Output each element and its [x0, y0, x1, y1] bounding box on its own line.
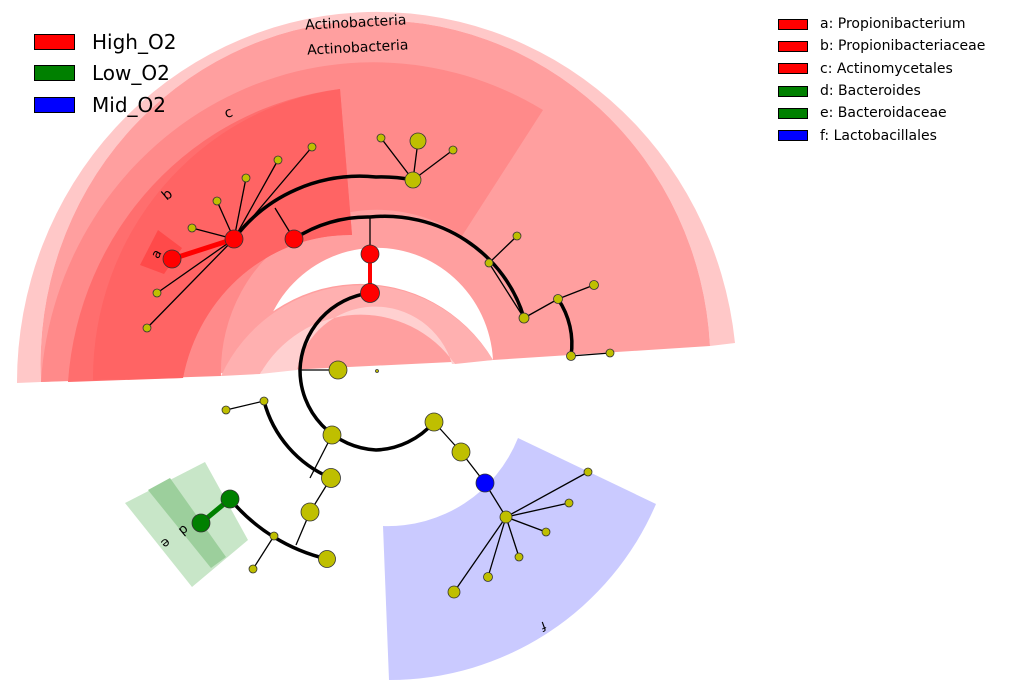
- node-neutral: [273, 155, 283, 165]
- node-neutral: [451, 442, 471, 462]
- node-neutral: [212, 196, 222, 206]
- node-neutral: [152, 288, 162, 298]
- legend-label: Mid_O2: [92, 92, 166, 117]
- clade-legend-label: c: Actinomycetales: [820, 60, 953, 77]
- class-legend: High_O2 Low_O2 Mid_O2: [34, 26, 176, 121]
- clade-legend-item-a: a: Propionibacterium: [778, 13, 985, 35]
- node-neutral: [583, 467, 593, 477]
- node-high-o2: [284, 229, 304, 249]
- node-neutral: [328, 360, 348, 380]
- node-neutral: [404, 171, 422, 189]
- node-low-o2: [220, 489, 240, 509]
- node-neutral: [409, 132, 427, 150]
- node-neutral: [142, 323, 152, 333]
- legend-item-mid-o2: Mid_O2: [34, 89, 176, 121]
- node-neutral: [241, 173, 251, 183]
- clade-legend-item-e: e: Bacteroidaceae: [778, 102, 985, 124]
- legend-item-low-o2: Low_O2: [34, 58, 176, 90]
- swatch-clade-e: [778, 107, 808, 119]
- node-neutral: [518, 312, 530, 324]
- node-neutral: [541, 527, 551, 537]
- node-mid-o2: [475, 473, 495, 493]
- node-neutral: [514, 552, 524, 562]
- node-neutral: [484, 258, 494, 268]
- clade-legend-label: f: Lactobacillales: [820, 127, 937, 144]
- node-neutral: [318, 550, 336, 568]
- class-arc: [293, 214, 526, 319]
- root-arc: [298, 291, 436, 452]
- swatch-clade-b: [778, 40, 808, 52]
- swatch-low-o2: [34, 65, 75, 82]
- clade-legend-label: e: Bacteroidaceae: [820, 105, 947, 122]
- innermost-ring-shade: [260, 306, 455, 374]
- legend-item-high-o2: High_O2: [34, 26, 176, 58]
- node-neutral: [300, 502, 320, 522]
- tree-edges: [146, 137, 611, 593]
- node-neutral: [605, 348, 615, 358]
- node-neutral: [499, 510, 513, 524]
- node-neutral: [447, 585, 461, 599]
- propionibacterium-shade: [92, 89, 352, 380]
- class-label: Actinobacteria: [307, 37, 409, 58]
- node-high-o2: [360, 244, 380, 264]
- node-neutral: [322, 425, 342, 445]
- clade-mark-f: f: [538, 617, 548, 633]
- swatch-high-o2: [34, 33, 75, 50]
- legend-label: Low_O2: [92, 61, 170, 86]
- clade-legend-item-b: b: Propionibacteriaceae: [778, 35, 985, 57]
- lower-left-arc: [262, 400, 332, 480]
- node-neutral: [187, 223, 197, 233]
- node-neutral: [483, 572, 493, 582]
- high-o2-edge-genus: [171, 236, 235, 262]
- bacteroides-shade: [148, 478, 226, 568]
- swatch-clade-f: [778, 130, 808, 142]
- node-neutral: [424, 412, 444, 432]
- node-neutral: [512, 231, 522, 241]
- legend-label: High_O2: [92, 29, 177, 54]
- clade-legend-label: b: Propionibacteriaceae: [820, 38, 986, 55]
- right-subarc: [556, 298, 574, 357]
- swatch-mid-o2: [34, 96, 75, 113]
- node-neutral: [321, 468, 341, 488]
- swatch-clade-a: [778, 18, 808, 30]
- inner-ring-shade: [221, 285, 493, 376]
- node-neutral: [564, 498, 574, 508]
- node-high-o2: [162, 249, 182, 269]
- swatch-clade-d: [778, 85, 808, 97]
- clade-legend-label: a: Propionibacterium: [820, 16, 966, 33]
- clade-legend-item-c: c: Actinomycetales: [778, 58, 985, 80]
- node-neutral: [376, 133, 386, 143]
- clade-legend: a: Propionibacterium b: Propionibacteria…: [778, 13, 985, 147]
- node-neutral: [221, 405, 231, 415]
- node-neutral: [307, 142, 317, 152]
- node-neutral: [259, 396, 269, 406]
- tree-nodes: [142, 132, 615, 599]
- node-neutral: [448, 145, 458, 155]
- clade-legend-label: d: Bacteroides: [820, 83, 921, 100]
- node-neutral: [566, 351, 576, 361]
- node-neutral: [248, 564, 258, 574]
- node-neutral: [589, 280, 599, 290]
- node-neutral: [375, 369, 379, 373]
- clade-legend-item-f: f: Lactobacillales: [778, 124, 985, 146]
- swatch-clade-c: [778, 63, 808, 75]
- node-neutral: [269, 531, 279, 541]
- node-low-o2: [191, 513, 211, 533]
- node-high-o2: [224, 229, 244, 249]
- order-arc: [232, 174, 414, 241]
- clade-legend-item-d: d: Bacteroides: [778, 80, 985, 102]
- phylum-label: Actinobacteria: [305, 12, 407, 33]
- node-high-o2: [360, 283, 380, 303]
- node-neutral: [553, 294, 563, 304]
